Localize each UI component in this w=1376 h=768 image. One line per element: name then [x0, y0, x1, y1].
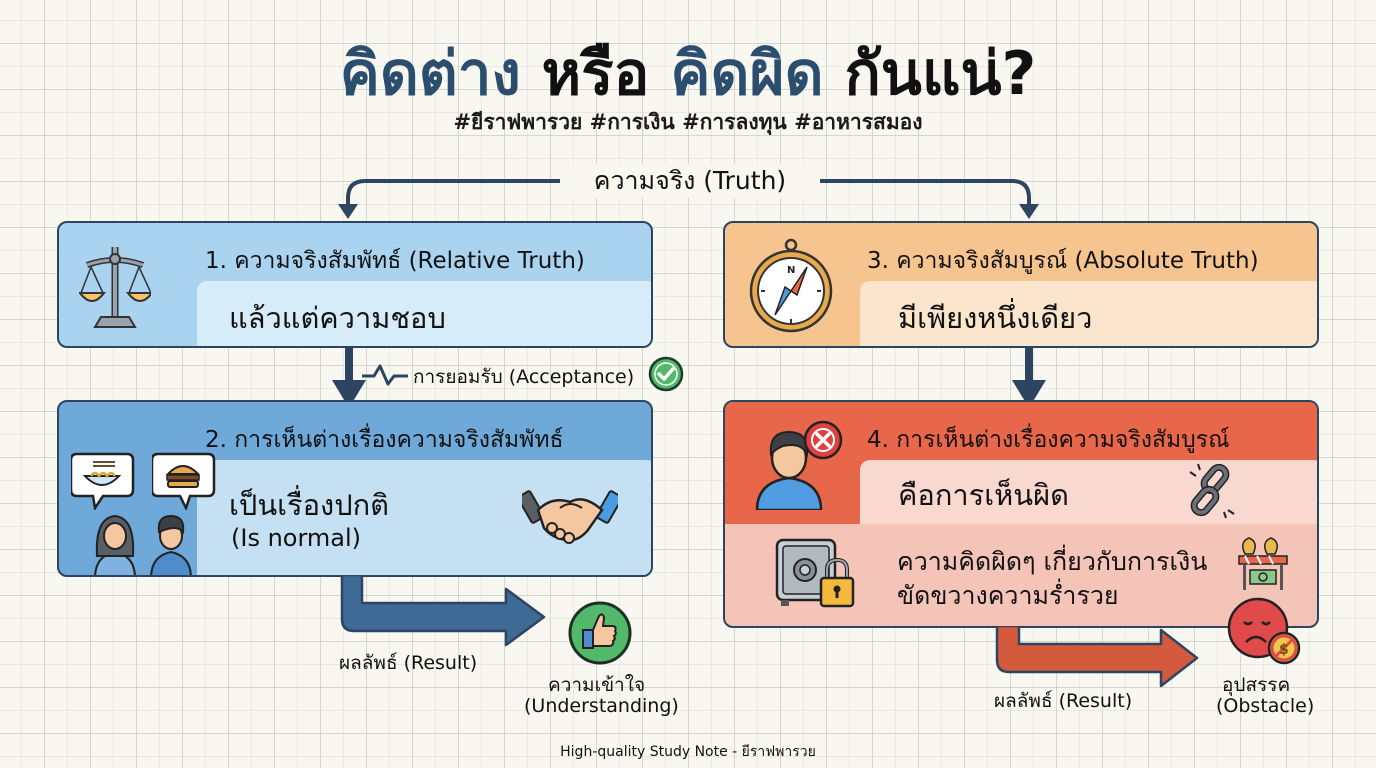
- page-title: คิดต่าง หรือ คิดผิด กันแน่?: [0, 34, 1376, 114]
- relative-disagreement-box: 2. การเห็นต่างเรื่องความจริงสัมพัทธ์ เป็…: [57, 400, 653, 577]
- title-or: หรือ: [541, 39, 650, 109]
- relative-disagreement-inner: เป็นเรื่องปกติ (Is normal): [197, 460, 651, 575]
- obstacle-sub: (Obstacle): [1216, 695, 1315, 717]
- person-x-icon: [753, 418, 849, 510]
- relative-truth-box: 1. ความจริงสัมพัทธ์ (Relative Truth) แล้…: [57, 221, 653, 348]
- people-icon: [91, 506, 199, 575]
- absolute-truth-heading: 3. ความจริงสัมบูรณ์ (Absolute Truth): [867, 248, 1259, 274]
- relative-truth-inner: แล้วแต่ความชอบ: [197, 281, 651, 346]
- title-think-wrong: คิดผิด: [670, 39, 824, 109]
- left-result-arrow: [340, 575, 546, 647]
- acceptance-arrow: [332, 346, 366, 408]
- handshake-icon: [522, 482, 618, 548]
- money-barrier-icon: [1235, 536, 1291, 594]
- burger-bubble-icon: [152, 452, 216, 510]
- compass-icon: N: [749, 237, 833, 333]
- root-branch-arrows: [338, 179, 1039, 219]
- svg-text:$: $: [1279, 642, 1289, 658]
- wrong-money-belief-line1: ความคิดผิดๆ เกี่ยวกับการเงิน: [897, 547, 1208, 576]
- relative-disagreement-body: เป็นเรื่องปกติ: [229, 488, 390, 522]
- understanding-sub: (Understanding): [524, 695, 679, 717]
- title-question: กันแน่?: [844, 39, 1037, 109]
- absolute-truth-body: มีเพียงหนึ่งเดียว: [898, 301, 1093, 335]
- svg-text:N: N: [787, 265, 795, 276]
- locked-safe-icon: [775, 538, 859, 610]
- noodle-bubble-icon: [71, 452, 135, 510]
- understanding-label: ความเข้าใจ: [548, 674, 646, 696]
- hashtags: #ยีราฟพารวย #การเงิน #การลงทุน #อาหารสมอ…: [453, 110, 923, 134]
- relative-disagreement-sub: (Is normal): [231, 524, 362, 552]
- acceptance-label: การยอมรับ (Acceptance): [413, 366, 635, 388]
- absolute-disagreement-box: 4. การเห็นต่างเรื่องความจริงสัมบูรณ์ คือ…: [723, 400, 1319, 628]
- absolute-arrow: [1012, 346, 1046, 408]
- absolute-disagreement-body: คือการเห็นผิด: [898, 478, 1069, 512]
- check-circle-icon: [648, 356, 684, 392]
- relative-disagreement-heading: 2. การเห็นต่างเรื่องความจริงสัมพัทธ์: [205, 427, 564, 453]
- obstacle-label: อุปสรรค: [1222, 674, 1291, 696]
- title-think-different: คิดต่าง: [339, 39, 521, 109]
- left-result-label: ผลลัพธ์ (Result): [339, 652, 478, 674]
- absolute-truth-inner: มีเพียงหนึ่งเดียว: [860, 281, 1317, 346]
- relative-truth-body: แล้วแต่ความชอบ: [229, 301, 446, 335]
- truth-label: ความจริง (Truth): [560, 164, 820, 198]
- wrong-money-belief-line2: ขัดขวางความร่ำรวย: [897, 581, 1119, 610]
- pulse-icon: [362, 362, 410, 388]
- broken-chain-icon: [1186, 462, 1238, 520]
- scales-icon: [79, 239, 151, 331]
- thumbs-up-icon: [567, 600, 633, 666]
- absolute-truth-box: N 3. ความจริงสัมบูรณ์ (Absolute Truth) ม…: [723, 221, 1319, 348]
- right-result-arrow: [995, 626, 1199, 688]
- right-result-label: ผลลัพธ์ (Result): [994, 690, 1133, 712]
- relative-truth-heading: 1. ความจริงสัมพัทธ์ (Relative Truth): [205, 248, 585, 274]
- absolute-disagreement-heading: 4. การเห็นต่างเรื่องความจริงสัมบูรณ์: [867, 427, 1230, 453]
- footer-note: High-quality Study Note - ยีราฟพารวย: [560, 744, 816, 760]
- absolute-disagreement-inner: คือการเห็นผิด: [860, 460, 1317, 524]
- sad-face-no-money-icon: $: [1226, 596, 1306, 670]
